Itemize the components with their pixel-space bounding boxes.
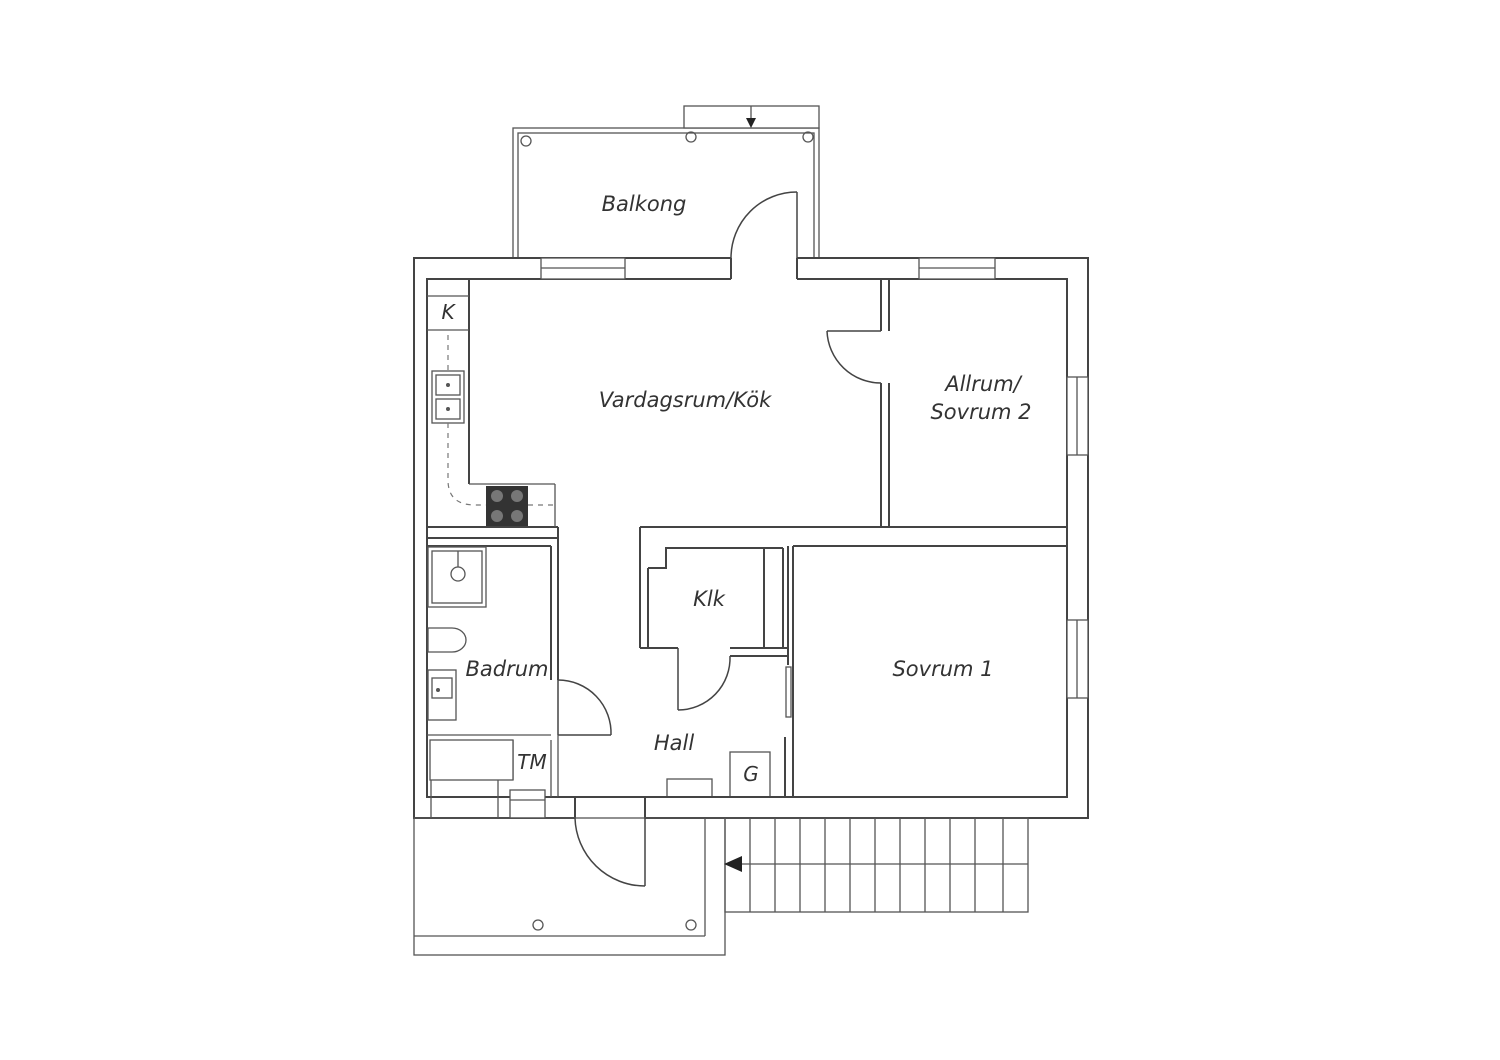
hall-fixtures	[558, 751, 785, 798]
entrance-stairs	[724, 817, 1029, 913]
entrance-porch	[413, 797, 726, 956]
label-sovrum1: Sovrum 1	[892, 657, 993, 681]
shower	[427, 546, 487, 608]
stove	[486, 486, 528, 526]
entry-arrow-top	[746, 118, 756, 128]
label-hall: Hall	[654, 731, 694, 755]
label-badrum: Badrum	[465, 657, 548, 681]
label-tm: TM	[517, 750, 546, 774]
kitchen-walls	[427, 279, 881, 680]
right-windows	[1066, 376, 1089, 699]
allrum-walls	[826, 279, 1067, 528]
bathroom	[427, 545, 612, 797]
label-allrum-line2: Sovrum 2	[930, 400, 1031, 424]
hall-bench	[666, 778, 713, 798]
kitchen-counter	[427, 295, 556, 527]
sovrum1-walls	[784, 545, 1067, 797]
closet-klk	[640, 547, 788, 711]
label-balkong: Balkong	[602, 192, 687, 216]
wardrobe-g	[729, 751, 771, 798]
label-allrum-line1: Allrum/	[943, 372, 1022, 396]
label-vardagsrum: Vardagsrum/Kök	[599, 388, 772, 412]
bath-lower-detail	[430, 735, 559, 819]
balcony	[512, 105, 820, 259]
toilet	[427, 627, 467, 653]
label-klk: Klk	[693, 587, 726, 611]
balcony-door	[730, 191, 798, 281]
top-windows	[540, 257, 996, 280]
label-kyl: K	[441, 300, 456, 324]
entry-arrow-stairs	[724, 856, 742, 872]
label-g: G	[743, 762, 759, 786]
